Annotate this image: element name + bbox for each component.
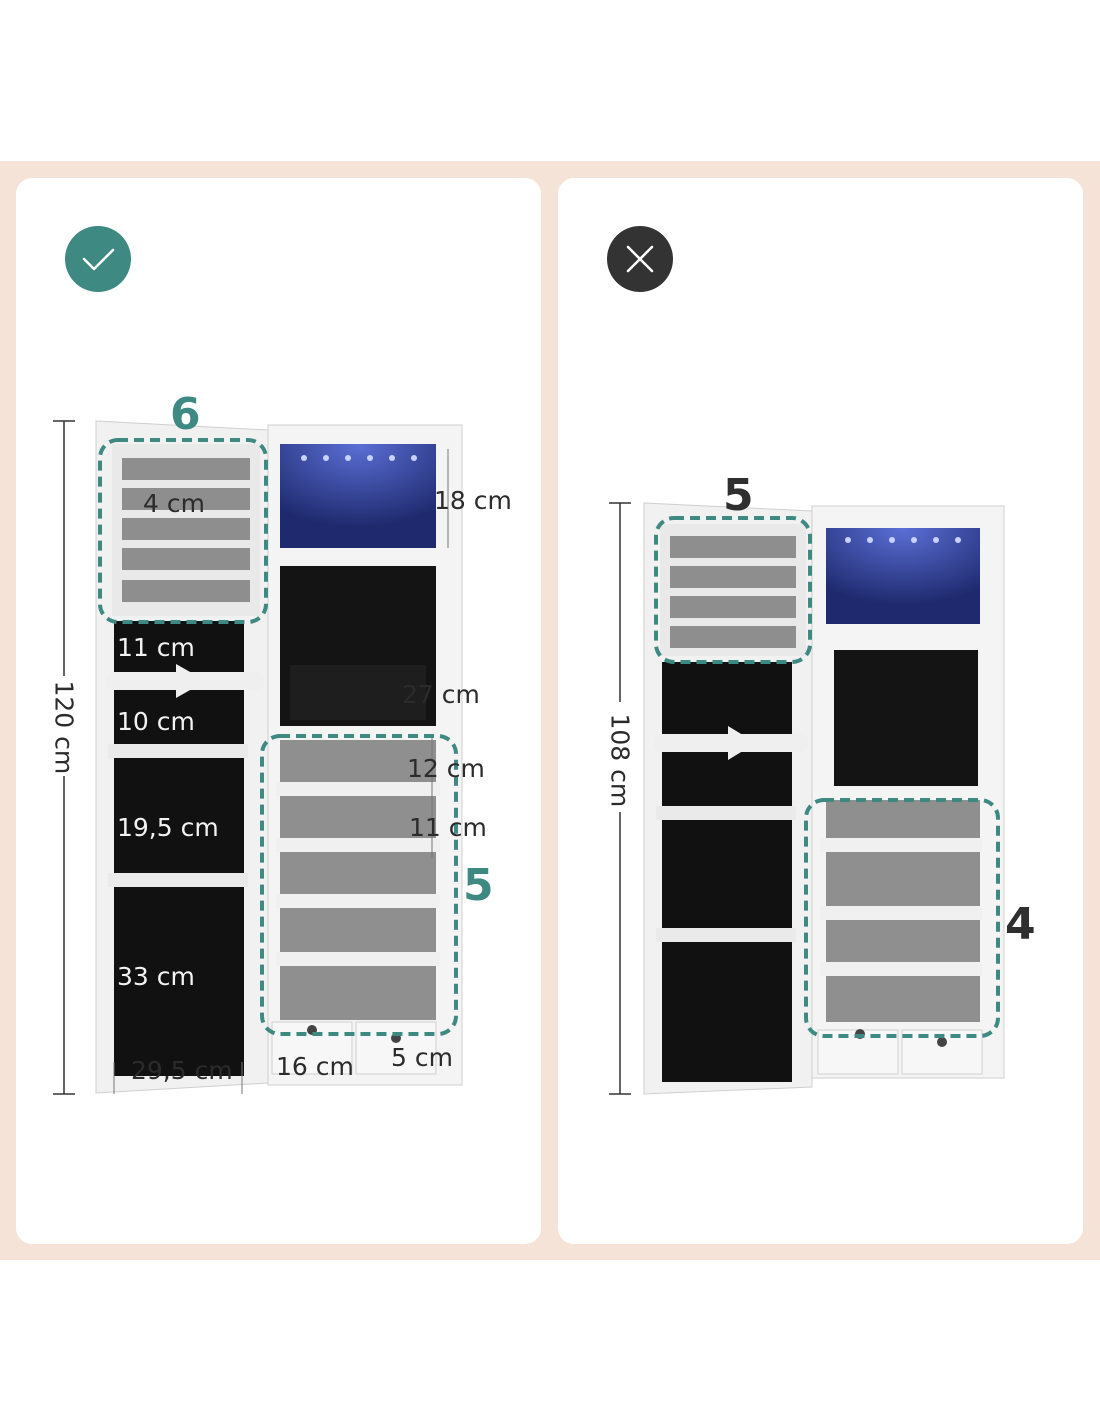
- drawer-width-label: 16 cm: [276, 1052, 354, 1081]
- door-width-label: 29,5 cm: [131, 1056, 233, 1085]
- drawer-height-label: 5 cm: [391, 1043, 453, 1072]
- total-height-label: 120 cm: [49, 680, 79, 775]
- side-shelf-count: 5: [463, 860, 494, 911]
- gap-33-label: 33 cm: [117, 962, 195, 991]
- middle-height-label: 27 cm: [402, 680, 480, 709]
- gap-10-label: 10 cm: [117, 707, 195, 736]
- side-shelf-count-right: 4: [1005, 899, 1036, 950]
- total-height-label-right: 108 cm: [605, 713, 635, 808]
- upper-gap-label: 11 cm: [117, 633, 195, 662]
- gap-19-5-label: 19,5 cm: [117, 813, 219, 842]
- gap-11b-label: 11 cm: [409, 813, 487, 842]
- earring-shelf-count: 6: [170, 389, 201, 440]
- cross-icon: [607, 226, 673, 292]
- left-cabinet: [52, 420, 463, 1095]
- led-height-label: 18 cm: [434, 486, 512, 515]
- shelf-gap-label: 4 cm: [143, 489, 205, 518]
- check-icon: [65, 226, 131, 292]
- right-cabinet: [608, 502, 1005, 1095]
- gap-12-label: 12 cm: [407, 754, 485, 783]
- earring-shelf-count-right: 5: [723, 470, 754, 521]
